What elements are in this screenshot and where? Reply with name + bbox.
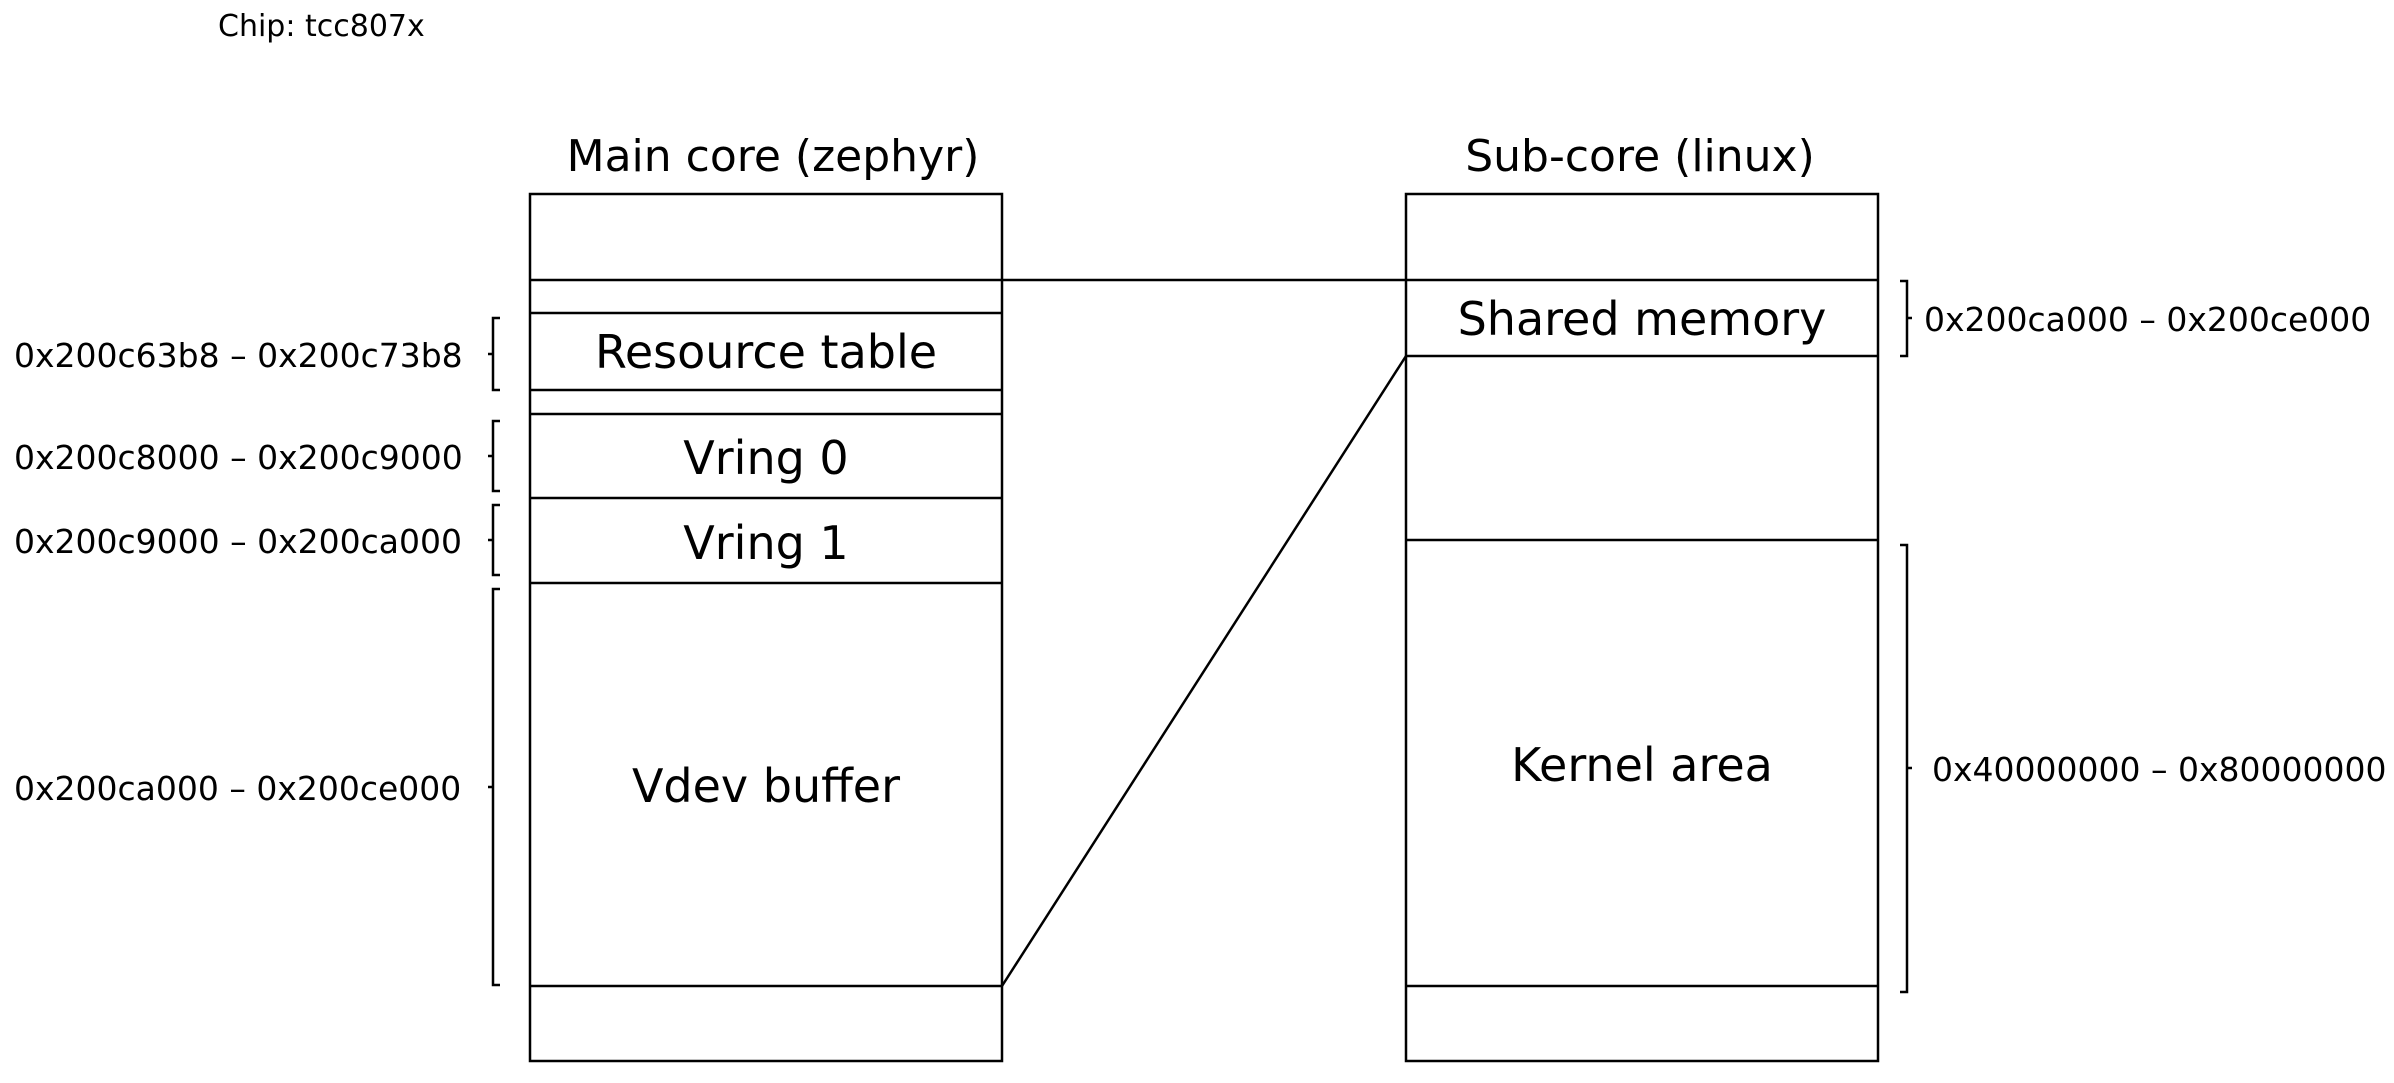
main-core-memory-block (528, 192, 1004, 1063)
vring0-region: Vring 0 (683, 431, 848, 485)
shared-memory-bracket (1900, 279, 1912, 358)
kernel-area-region: Kernel area (1511, 738, 1773, 792)
mapping-line-bottom (1000, 355, 1408, 987)
vdev-buffer-address: 0x200ca000 – 0x200ce000 (14, 769, 461, 808)
sub-core-title: Sub-core (linux) (1465, 131, 1815, 182)
main-core-title: Main core (zephyr) (567, 131, 980, 182)
vring0-address: 0x200c8000 – 0x200c9000 (14, 438, 463, 477)
vring0-bracket (488, 419, 500, 493)
kernel-area-address: 0x40000000 – 0x80000000 (1932, 750, 2386, 789)
shared-memory-address: 0x200ca000 – 0x200ce000 (1924, 300, 2371, 339)
vdev-buffer-region: Vdev buffer (632, 759, 900, 813)
vring1-region: Vring 1 (683, 516, 848, 570)
shared-memory-region: Shared memory (1458, 292, 1827, 346)
vring1-bracket (488, 503, 500, 577)
chip-label: Chip: tcc807x (218, 9, 425, 44)
resource-table-region: Resource table (595, 325, 937, 379)
resource-table-bracket (488, 316, 500, 392)
vring1-address: 0x200c9000 – 0x200ca000 (14, 522, 462, 561)
resource-table-address: 0x200c63b8 – 0x200c73b8 (14, 336, 463, 375)
sub-core-memory-block (1404, 192, 1880, 1063)
vdev-buffer-bracket (488, 587, 500, 987)
kernel-area-bracket (1900, 543, 1912, 994)
